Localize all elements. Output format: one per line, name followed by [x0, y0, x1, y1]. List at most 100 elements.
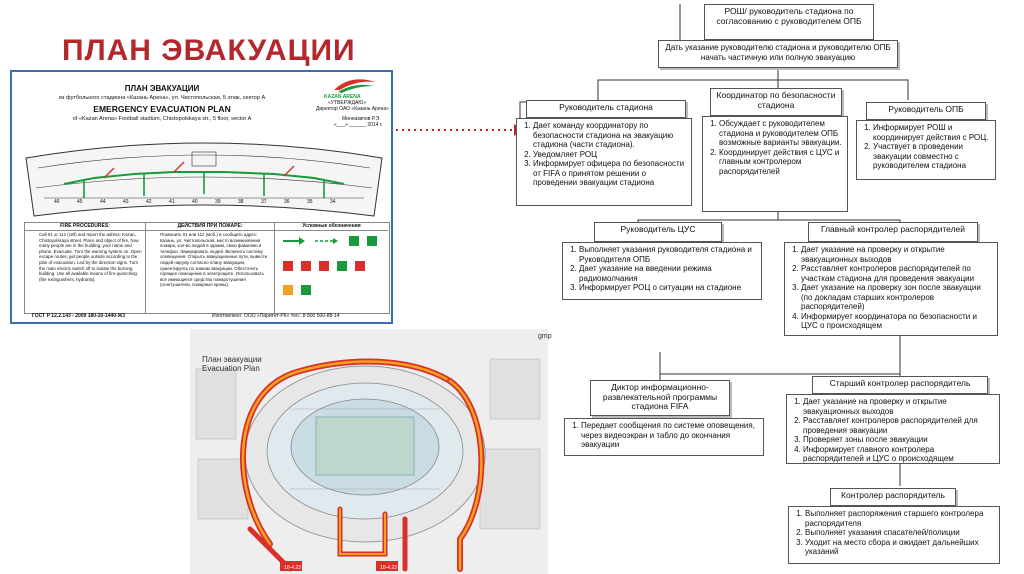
steward-items-box: Выполняет распоряжения старшего контроле…: [788, 506, 1000, 564]
fire-procedures-column: FIRE PROCEDURES: Call 01 or 112 (cell) a…: [25, 223, 146, 313]
approval-line-2: Директор ОАО «Казань Арена»: [316, 106, 389, 112]
stadium-evacuation-map: 10-4.23 10-4.23 План эвакуации Evacuatio…: [190, 329, 552, 574]
sector-number: 35: [307, 199, 313, 205]
steward-item: Уходит на место сбора и ожидает дальнейш…: [805, 538, 995, 557]
legend-alarm-icon: [355, 261, 365, 271]
map-title-ru: План эвакуации: [202, 355, 262, 364]
stadium-item: Информирует офицера по безопасности от F…: [533, 159, 687, 188]
main-controller-items-box: Дает указание на проверку и открытие эва…: [784, 242, 998, 336]
legend-hydrant-icon: [301, 261, 311, 271]
coordinator-item: Обсуждает с руководителем стадиона и рук…: [719, 119, 843, 148]
approval-line-3: Минназипов Р.Э.: [342, 116, 381, 122]
announcer-head-box: Диктор информационно-развлекательной про…: [590, 380, 730, 416]
exit-marker-a: [280, 561, 302, 571]
poster-title-ru: ПЛАН ЭВАКУАЦИИ: [124, 84, 200, 93]
cus-head-box: Руководитель ЦУС: [594, 222, 722, 242]
map-title-en: Evacuation Plan: [202, 364, 260, 373]
kazan-arena-logo-icon: [334, 79, 376, 93]
opb-items-list: Информирует РОШ и координирует действия …: [861, 123, 991, 171]
cus-items-box: Выполняет указания руководителя стадиона…: [562, 242, 762, 300]
sector-number: 45: [77, 199, 83, 205]
opb-item: Участвует в проведении эвакуации совмест…: [873, 142, 991, 171]
org-top-box: РОШ/ руководитель стадиона по согласован…: [704, 4, 874, 40]
announcer-item: Передает сообщения по системе оповещения…: [581, 421, 759, 450]
poster-subtitle-ru: из футбольного стадиона «Казань Арена», …: [58, 95, 266, 101]
sector-number: 44: [100, 199, 106, 205]
opb-items-box: Информирует РОШ и координирует действия …: [856, 120, 996, 180]
floor-plan: [25, 142, 383, 217]
sector-number: 37: [261, 199, 267, 205]
stadium-map-drawing: 10-4.23 10-4.23: [190, 329, 548, 574]
senior-controller-item: Проверяет зоны после эвакуации: [803, 435, 995, 445]
senior-controller-items-list: Дает указание на проверку и открытие эва…: [791, 397, 995, 464]
legend-electric-switch-icon: [283, 285, 293, 295]
senior-controller-head-box: Старший контролер распорядитель: [812, 376, 988, 394]
approval-line-1: «УТВЕРЖДАЮ»: [328, 100, 367, 106]
steward-item: Выполняет указания спасателей/полиции: [805, 528, 995, 538]
sector-number: 38: [238, 199, 244, 205]
coordinator-items-box: Обсуждает с руководителем стадиона и рук…: [702, 116, 848, 212]
coordinator-item: Координирует действия с ЦУС и главным ко…: [719, 148, 843, 177]
main-controller-item: Дает указание на проверку зон после эвак…: [801, 283, 993, 312]
sector-number: 34: [330, 199, 336, 205]
sector-numbers: 46 45 44 43 42 41 40 39 38 37 36 35 34: [54, 199, 354, 207]
legend-you-are-here-icon: [301, 285, 311, 295]
org-order-box: Дать указание руководителю стадиона и ру…: [658, 40, 898, 68]
legend-symbols: [283, 236, 377, 295]
main-controller-item: Информирует координатора по безопасности…: [801, 312, 993, 331]
cus-item: Выполняет указания руководителя стадиона…: [579, 245, 757, 264]
poster-made-by: Изготовлено: ООО «Паритет-РК» тел.: 8 80…: [212, 313, 340, 319]
senior-controller-items-box: Дает указание на проверку и открытие эва…: [786, 394, 1000, 464]
steward-head-box: Контролер распорядитель: [830, 488, 956, 506]
logo-text: KAZAN ARENA: [324, 94, 361, 100]
opb-item: Информирует РОШ и координирует действия …: [873, 123, 991, 142]
stadium-items-list: Дает команду координатору по безопасност…: [521, 121, 687, 188]
main-controller-head-box: Главный контролер распорядителей: [808, 222, 978, 242]
cus-item: Дает указание на введении режима радиомо…: [579, 264, 757, 283]
evacuation-plan-poster: ПЛАН ЭВАКУАЦИИ из футбольного стадиона «…: [10, 70, 393, 324]
fire-procedures-heading: FIRE PROCEDURES:: [25, 223, 145, 231]
poster-title-en: EMERGENCY EVACUATION PLAN: [93, 104, 231, 114]
poster-gost: ГОСТ Р 12.2.143 - 2009 180-20-1440-Ж3: [32, 313, 126, 319]
fire-actions-column: ДЕЙСТВИЯ ПРИ ПОЖАРЕ: Позвонить 01 или 11…: [146, 223, 275, 313]
legend-heading: Условные обозначения: [275, 223, 388, 231]
coordinator-items-list: Обсуждает с руководителем стадиона и рук…: [707, 119, 843, 176]
sector-number: 40: [192, 199, 198, 205]
steward-item: Выполняет распоряжения старшего контроле…: [805, 509, 995, 528]
legend-first-aid-icon: [337, 261, 347, 271]
legend-extinguisher-icon: [283, 261, 293, 271]
sector-number: 41: [169, 199, 175, 205]
main-controller-items-list: Дает указание на проверку и открытие эва…: [789, 245, 993, 331]
stadium-head-box: Руководитель стадиона: [526, 100, 686, 118]
fire-procedures-text: Call 01 or 112 (cell) and report the adr…: [39, 232, 142, 282]
stadium-items-box: Дает команду координатору по безопасност…: [516, 118, 692, 206]
steward-items-list: Выполняет распоряжения старшего контроле…: [793, 509, 995, 557]
main-controller-item: Расставляет контролеров распорядителей п…: [801, 264, 993, 283]
coordinator-head-box: Координатор по безопасности стадиона: [710, 88, 842, 116]
legend-phone-icon: [319, 261, 329, 271]
opb-head-box: Руководитель ОПБ: [866, 102, 986, 120]
stadium-item: Уведомляет РОЦ: [533, 150, 687, 160]
sector-number: 39: [215, 199, 221, 205]
poster-subtitle-en: of «Kazan Arena» Football stadium, Chist…: [72, 116, 252, 122]
sector-number: 36: [284, 199, 290, 205]
map-corner-label: gmp: [538, 333, 552, 340]
sector-number: 46: [54, 199, 60, 205]
exit-label-a: 10-4.23: [284, 565, 301, 571]
slide-title: ПЛАН ЭВАКУАЦИИ: [62, 34, 356, 67]
legend-column: Условные обозначения: [275, 223, 388, 313]
announcer-items-box: Передает сообщения по системе оповещения…: [564, 418, 764, 456]
cus-items-list: Выполняет указания руководителя стадиона…: [567, 245, 757, 293]
sector-number: 43: [123, 199, 129, 205]
sector-number: 42: [146, 199, 152, 205]
exit-label-b: 10-4.23: [380, 565, 397, 571]
senior-controller-item: Информирует главного контролера распоряд…: [803, 445, 995, 464]
exit-marker-b: [376, 561, 398, 571]
approval-line-4: «___» ______ 2014 г.: [334, 122, 383, 128]
legend-alt-exit-arrow-icon: [315, 238, 338, 244]
fire-actions-text: Позвонить 01 или 112 (моб.) и сообщить а…: [160, 232, 268, 288]
fire-actions-heading: ДЕЙСТВИЯ ПРИ ПОЖАРЕ:: [146, 223, 274, 231]
senior-controller-item: Расставляет контролеров распорядителей д…: [803, 416, 995, 435]
senior-controller-item: Дает указание на проверку и открытие эва…: [803, 397, 995, 416]
legend-exit-arrow-icon: [283, 237, 305, 245]
